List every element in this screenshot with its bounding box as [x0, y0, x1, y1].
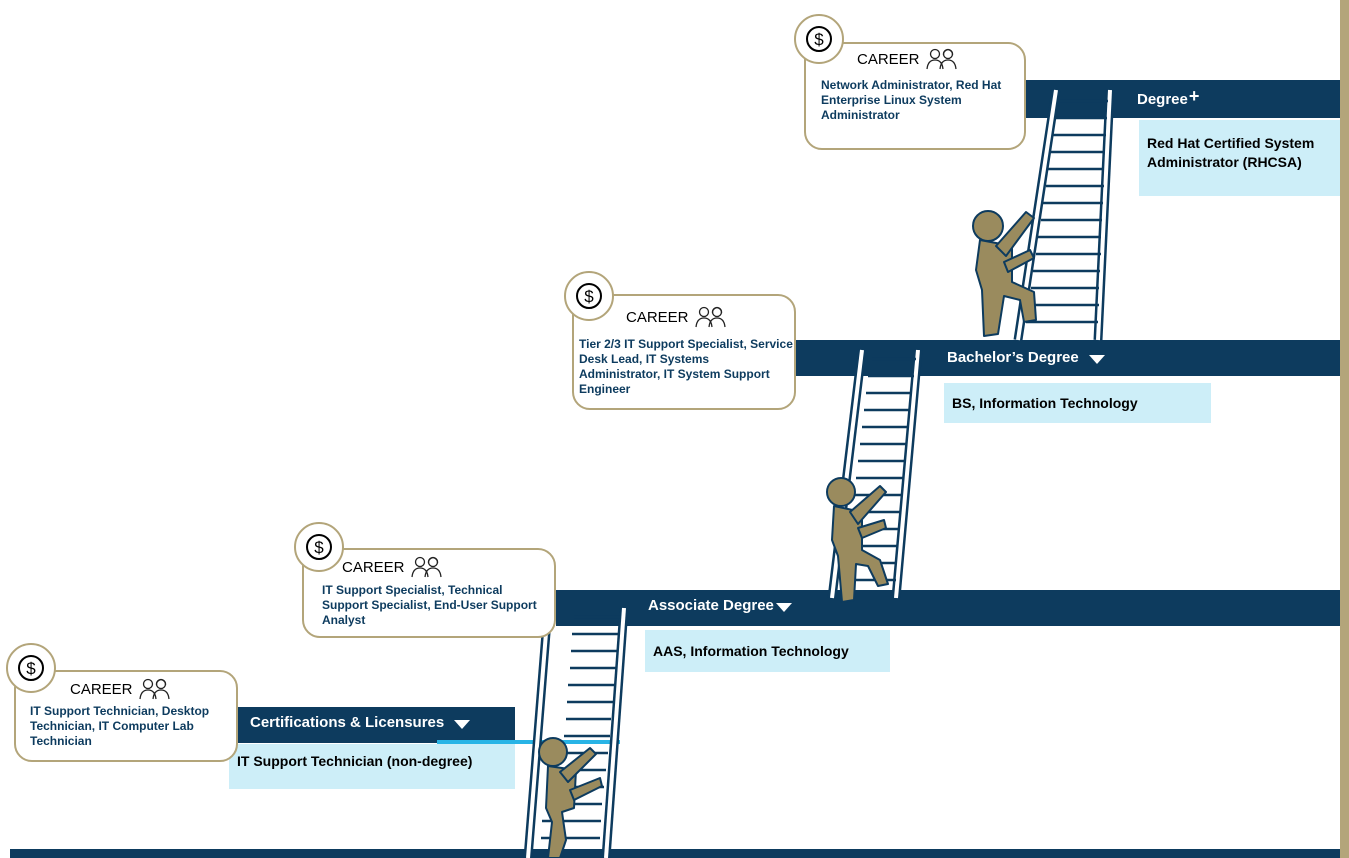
- dollar-coin-icon: $: [564, 271, 614, 321]
- associate-band: [556, 590, 1340, 626]
- career-roles-degree-plus: Network Administrator, Red Hat Enterpris…: [821, 78, 1002, 122]
- associate-credential-text: AAS, Information Technology: [653, 643, 849, 659]
- career-heading-associate: CAREER: [342, 556, 444, 578]
- climbing-person-icon: [826, 477, 889, 603]
- degree-plus-band: [1015, 80, 1340, 118]
- two-people-icon: [138, 678, 170, 700]
- career-card-associate: [302, 548, 556, 638]
- career-card-certifications: [14, 670, 238, 762]
- associate-credential: AAS, Information Technology: [645, 630, 890, 672]
- degree-plus-suffix: +: [1188, 86, 1200, 106]
- career-roles-certifications: IT Support Technician, Desktop Technicia…: [30, 704, 210, 748]
- dollar-coin-icon: $: [794, 14, 844, 64]
- career-heading-text: CAREER: [857, 50, 920, 68]
- climbing-person-icon: [972, 210, 1037, 337]
- two-people-icon: [694, 306, 726, 328]
- triangle-down-icon[interactable]: [454, 720, 471, 729]
- connector-line: [437, 740, 620, 744]
- bachelors-credential: BS, Information Technology: [944, 383, 1211, 423]
- associate-label[interactable]: Associate Degree: [648, 597, 792, 614]
- right-rail: [1340, 0, 1349, 858]
- two-people-icon: [925, 48, 957, 70]
- dollar-coin-icon: $: [6, 643, 56, 693]
- career-roles-associate: IT Support Specialist, Technical Support…: [322, 583, 537, 627]
- degree-plus-credential-text: Red Hat Certified System Administrator (…: [1147, 135, 1315, 170]
- certifications-text: Certifications & Licensures: [250, 714, 445, 731]
- career-heading-certifications: CAREER: [70, 678, 172, 700]
- career-heading-degree-plus: CAREER: [857, 48, 959, 70]
- career-roles-bachelors: Tier 2/3 IT Support Specialist, Service …: [579, 337, 793, 396]
- certifications-label[interactable]: Certifications & Licensures: [250, 714, 471, 731]
- degree-plus-text: Degree: [1137, 91, 1188, 108]
- career-heading-text: CAREER: [70, 680, 133, 698]
- ladder-icon: [827, 349, 923, 599]
- climbing-person-icon: [538, 737, 603, 858]
- triangle-down-icon[interactable]: [1088, 355, 1105, 364]
- ground-band: [10, 849, 1340, 858]
- bachelors-label[interactable]: Bachelor’s Degree: [947, 349, 1105, 366]
- two-people-icon: [410, 556, 442, 578]
- degree-plus-label[interactable]: Degree+: [1137, 86, 1200, 110]
- degree-plus-credential: Red Hat Certified System Administrator (…: [1139, 120, 1340, 196]
- career-card-bachelors: [572, 294, 796, 410]
- certifications-credential-text: IT Support Technician (non-degree): [237, 753, 473, 769]
- career-heading-bachelors: CAREER: [626, 306, 728, 328]
- associate-text: Associate Degree: [648, 597, 774, 614]
- ladder-icon: [523, 607, 629, 858]
- bachelors-credential-text: BS, Information Technology: [952, 395, 1138, 411]
- bachelors-text: Bachelor’s Degree: [947, 349, 1079, 366]
- career-card-degree-plus: [804, 42, 1026, 150]
- dollar-coin-icon: $: [294, 522, 344, 572]
- triangle-down-icon[interactable]: [775, 603, 792, 612]
- career-heading-text: CAREER: [342, 558, 405, 576]
- career-heading-text: CAREER: [626, 308, 689, 326]
- certifications-credential: IT Support Technician (non-degree): [229, 744, 515, 789]
